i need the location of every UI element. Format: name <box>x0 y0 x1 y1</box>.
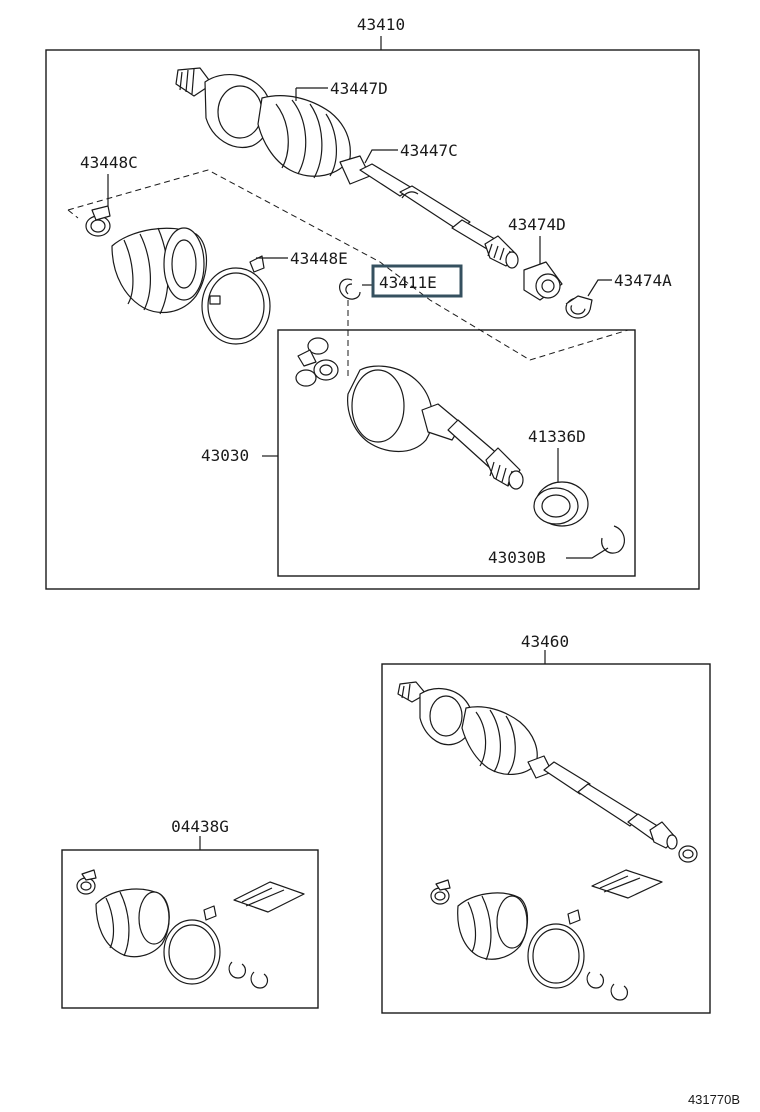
label-43448E[interactable]: 43448E <box>290 249 348 268</box>
boot-kit-frame <box>61 849 319 1009</box>
label-43447C[interactable]: 43447C <box>400 141 458 160</box>
ring-43474A-drawing <box>565 295 593 319</box>
boot-kit-parts-drawing <box>76 869 305 989</box>
assembly-frame-rear <box>381 663 711 1014</box>
boot-kit-assembly: 04438G <box>61 817 319 1009</box>
label-41336D[interactable]: 41336D <box>528 427 586 446</box>
tripod-drawing <box>295 337 339 387</box>
assembly-frame-top <box>45 49 700 590</box>
label-43474D[interactable]: 43474D <box>508 215 566 234</box>
ring-43030B-drawing <box>601 525 625 554</box>
label-43411E[interactable]: 43411E <box>379 273 437 292</box>
rear-boot-kit-drawing <box>430 869 663 1001</box>
highlight-box-43411E <box>371 264 463 298</box>
front-drive-shaft-assembly: 43410 <box>45 15 700 590</box>
label-43448C[interactable]: 43448C <box>80 153 138 172</box>
inboard-joint-frame <box>277 329 636 577</box>
rear-drive-shaft-assembly: 43460 <box>381 632 711 1014</box>
label-43030B[interactable]: 43030B <box>488 548 546 567</box>
label-43460[interactable]: 43460 <box>521 632 569 651</box>
drive-shaft-top-drawing <box>175 67 519 269</box>
inboard-joint-drawing <box>347 365 524 490</box>
label-04438G[interactable]: 04438G <box>171 817 229 836</box>
boot-kit-outline <box>67 169 629 361</box>
drive-shaft-rear-drawing <box>397 681 698 863</box>
label-43447D[interactable]: 43447D <box>330 79 388 98</box>
snap-ring-drawing <box>339 278 361 300</box>
boot-drawing <box>111 227 207 315</box>
band-drawing <box>201 255 271 345</box>
oil-seal-drawing <box>533 481 589 527</box>
label-43474A[interactable]: 43474A <box>614 271 672 290</box>
label-43030[interactable]: 43030 <box>201 446 249 465</box>
dust-cover-drawing <box>523 261 563 301</box>
label-43410[interactable]: 43410 <box>357 15 405 34</box>
diagram-code: 431770B <box>688 1092 740 1107</box>
clamp-drawing <box>85 205 111 237</box>
